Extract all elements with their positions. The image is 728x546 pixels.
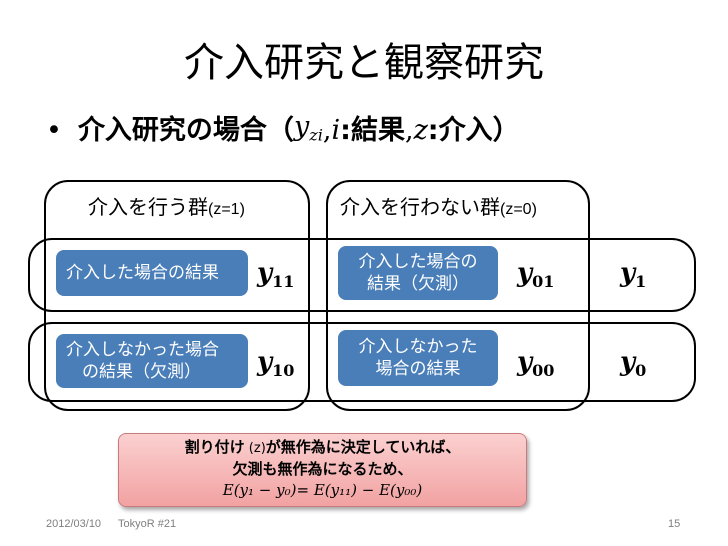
- cell-text-line: 介入しなかった: [358, 337, 478, 357]
- bullet-line: • 介入研究の場合（yzi, i:結果, z:介入）: [46, 106, 520, 146]
- bullet-i-def: :結果: [340, 114, 405, 146]
- randomization-note: 割り付け (z)が無作為に決定していれば、 欠測も無作為になるため、 E(y₁ …: [118, 433, 527, 507]
- y00-value: y00: [517, 347, 554, 386]
- y-symbol: y: [517, 347, 533, 377]
- cell-text-line: 場合の結果: [375, 359, 461, 379]
- treat-group-title: 介入を行う群: [88, 195, 208, 219]
- bullet-sep-1: ,: [322, 114, 332, 146]
- control-group-condition: (z=0): [500, 201, 537, 218]
- footer-date: 2012/03/10: [46, 518, 102, 530]
- note-text: が無作為に決定していれば、: [265, 438, 461, 456]
- bullet-y-var: yzi: [294, 106, 323, 155]
- cell-text-line: 結果（欠測）: [367, 274, 469, 294]
- equation-equals: =: [296, 481, 314, 499]
- note-text: 割り付け: [184, 438, 245, 456]
- cell-text-line: 介入しなかった場合: [66, 340, 219, 360]
- y-symbol: y: [620, 258, 636, 288]
- note-text: (z): [244, 441, 266, 456]
- equation-rhs: E(y₁₁) − E(y₀₀): [313, 481, 423, 499]
- control-group-title: 介入を行わない群: [340, 195, 500, 219]
- y11-value: y11: [257, 258, 294, 297]
- cell-untreated-outcome-z0: 介入しなかった 場合の結果: [338, 330, 498, 386]
- bullet-z-def: :介入: [427, 114, 493, 146]
- row-outline-z0: [28, 322, 696, 402]
- footer-event: TokyoR #21: [118, 518, 177, 530]
- y-subscript: 01: [532, 272, 555, 292]
- y10-value: y10: [257, 347, 294, 386]
- row-outline-z1: [28, 238, 696, 312]
- equation-lhs: E(y₁ − y₀): [222, 481, 297, 499]
- treat-group-label: 介入を行う群(z=1): [88, 194, 245, 223]
- bullet-i-var: i: [331, 114, 341, 146]
- note-equation: E(y₁ − y₀)= E(y₁₁) − E(y₀₀): [119, 480, 526, 501]
- y0-value: y0: [620, 347, 646, 386]
- y-subscript: 1: [635, 272, 647, 292]
- bullet-y-symbol: y: [293, 110, 310, 142]
- cell-treated-outcome-missing: 介入した場合の 結果（欠測）: [338, 246, 498, 300]
- bullet-z-var: z: [413, 114, 428, 146]
- y-subscript: 11: [272, 272, 295, 292]
- cell-untreated-outcome-missing: 介入しなかった場合 の結果（欠測）: [56, 334, 248, 388]
- page-number: 15: [668, 518, 681, 530]
- control-group-label: 介入を行わない群(z=0): [340, 194, 537, 223]
- y-subscript: 10: [272, 361, 295, 381]
- cell-text-line: の結果（欠測）: [82, 362, 201, 382]
- y1-value: y1: [620, 258, 646, 297]
- y-symbol: y: [257, 347, 273, 377]
- bullet-text: 介入研究の場合（: [77, 114, 294, 146]
- y-symbol: y: [620, 347, 636, 377]
- slide-title: 介入研究と観察研究: [184, 40, 544, 86]
- cell-text-line: 介入した場合の結果: [66, 263, 219, 283]
- control-group-outline: [326, 180, 590, 411]
- bullet-y-subscript: zi: [309, 125, 323, 145]
- y-subscript: 0: [635, 361, 647, 381]
- bullet-dot: •: [46, 114, 62, 146]
- bullet-sep-2: ,: [404, 114, 414, 146]
- note-line-2: 欠測も無作為になるため、: [232, 460, 413, 478]
- cell-treated-outcome-z1: 介入した場合の結果: [56, 250, 248, 296]
- bullet-close: ）: [492, 114, 520, 146]
- y-symbol: y: [517, 258, 533, 288]
- cell-text-line: 介入した場合の: [358, 252, 478, 272]
- y-subscript: 00: [532, 361, 555, 381]
- treat-group-condition: (z=1): [208, 201, 245, 218]
- note-line-1: 割り付け (z)が無作為に決定していれば、: [119, 437, 526, 459]
- y-symbol: y: [257, 258, 273, 288]
- y01-value: y01: [517, 258, 554, 297]
